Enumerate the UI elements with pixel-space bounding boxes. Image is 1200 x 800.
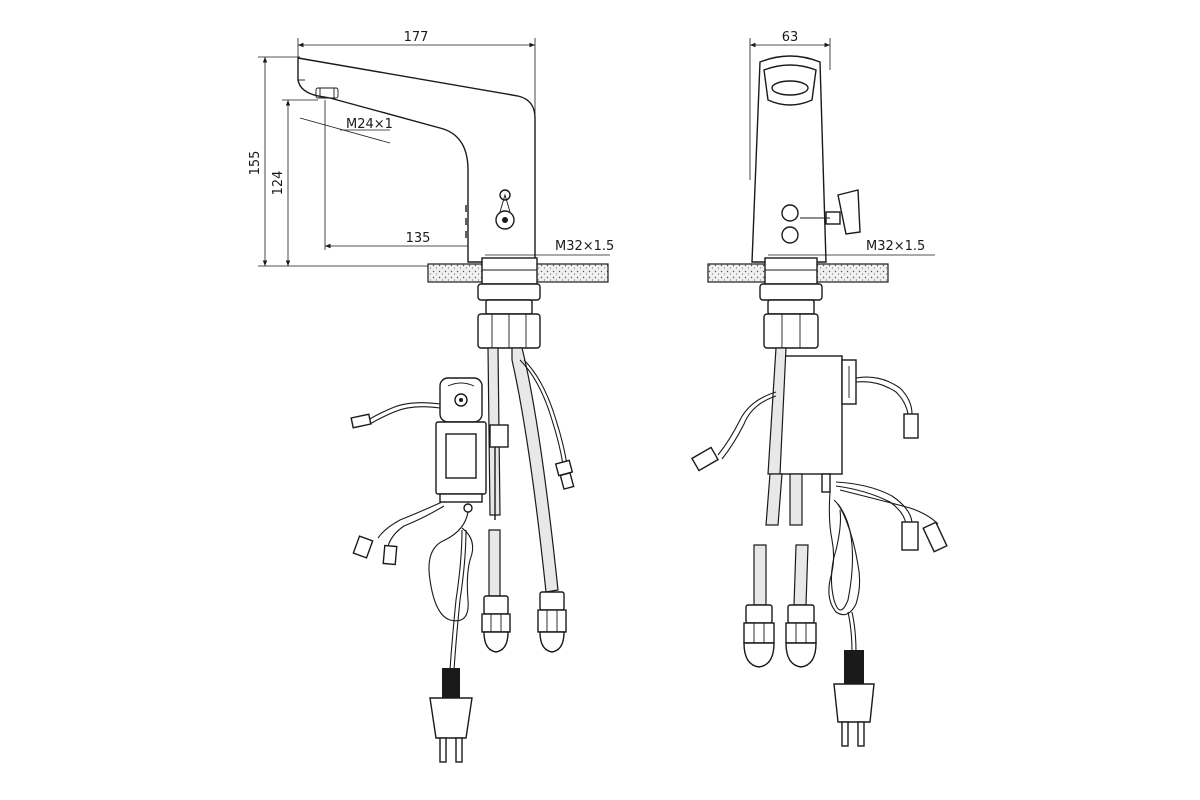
faucet-body-side — [297, 57, 536, 263]
lock-nut-side — [477, 283, 541, 301]
sensor-icon — [495, 189, 515, 230]
front-dim-width-label: 63 — [782, 30, 799, 45]
control-box-front — [775, 355, 857, 493]
hose-right-side — [511, 347, 559, 593]
dim-height-124: 124 — [271, 99, 318, 266]
connector-icon — [350, 413, 372, 429]
dim-width-63: 63 — [749, 30, 831, 180]
lock-nut-front — [759, 283, 823, 301]
mount-shank-side — [481, 257, 538, 285]
hose-right-front — [793, 544, 809, 606]
connector-icon — [554, 459, 575, 490]
connector-icon — [352, 535, 398, 566]
dim-height-total-label: 155 — [248, 151, 263, 176]
mount-shank-front — [764, 257, 818, 285]
front-view: 63 M32×1.5 — [691, 30, 948, 747]
mount-thread-label-side: M32×1.5 — [555, 239, 614, 254]
connector-icon — [903, 413, 919, 439]
hose-fitting-right-front — [785, 604, 817, 668]
mount-thread-callout-front: M32×1.5 — [768, 239, 935, 256]
power-plug-side — [429, 668, 473, 763]
hex-nut-front — [763, 313, 819, 349]
aerator-thread-callout: M24×1 — [299, 117, 393, 144]
hose-fitting-left-side — [481, 595, 511, 653]
aerator — [315, 87, 339, 99]
connector-icon — [901, 521, 948, 553]
dim-height-155: 155 — [248, 56, 430, 267]
hose-fitting-right-side — [537, 591, 567, 653]
control-box-side — [435, 377, 487, 513]
sensor-icon — [781, 204, 799, 222]
aerator-thread-label: M24×1 — [346, 117, 393, 132]
dim-height-spout-label: 124 — [271, 171, 286, 196]
mount-thread-label-front: M32×1.5 — [866, 239, 925, 254]
power-plug-front — [833, 650, 875, 747]
hose-fitting-left-front — [743, 604, 775, 668]
faucet-body-front — [751, 55, 827, 263]
connector-icon — [691, 446, 719, 472]
side-view: 177 155 124 135 M24×1 — [248, 30, 614, 763]
lever-handle-icon — [800, 189, 861, 235]
mount-thread-callout-side: M32×1.5 — [485, 239, 614, 256]
dim-reach-label: 135 — [406, 231, 431, 246]
dim-width-label: 177 — [404, 30, 429, 45]
